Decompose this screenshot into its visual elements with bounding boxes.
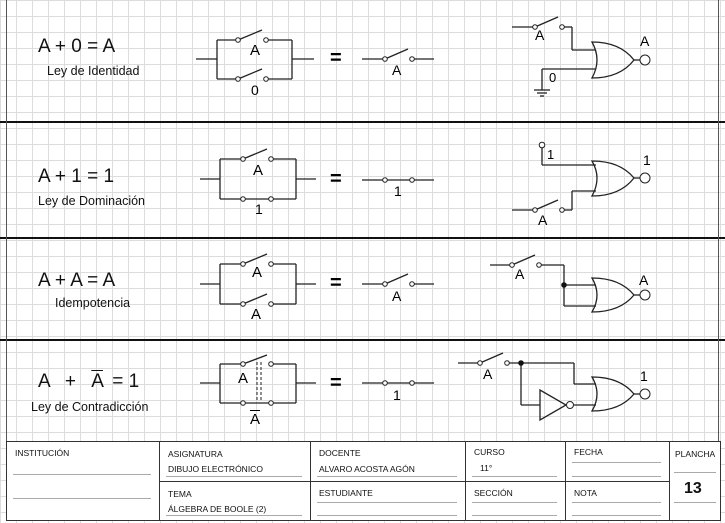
underline [674, 472, 716, 473]
row-separator [0, 339, 725, 341]
gate-input-one-label: 1 [547, 147, 555, 162]
parallel-bottom-label: 0 [251, 82, 259, 98]
law-contradiction-formula: A + A = 1 [38, 371, 139, 393]
underline [572, 502, 661, 503]
asignatura-value: DIBUJO ELECTRÓNICO [168, 464, 263, 474]
parallel-bottom-label: A [251, 306, 262, 323]
curso-value: 11° [480, 463, 493, 473]
equals-sign: = [330, 372, 342, 394]
gate-input-zero-label: 0 [549, 70, 557, 85]
gate-output-label: A [640, 33, 650, 49]
underline [13, 498, 151, 499]
plancha-label: PLANCHA [675, 449, 716, 459]
gate-input-a-label: A [483, 366, 493, 382]
nota-label: NOTA [574, 488, 597, 498]
institucion-label: INSTITUCIÓN [15, 448, 70, 458]
law-idempotence-name: Idempotencia [55, 296, 131, 310]
docente-label: DOCENTE [319, 448, 361, 458]
cell-tema: TEMA ÁLGEBRA DE BOOLE (2) [160, 482, 311, 520]
docente-value: ALVARO ACOSTA AGÓN [319, 464, 415, 474]
law-identity-formula: A + 0 = A [38, 36, 116, 57]
parallel-top-label: A [252, 264, 263, 281]
gate-output-label: A [639, 272, 649, 288]
law-identity-name: Ley de Identidad [47, 64, 140, 78]
title-block: INSTITUCIÓN ASIGNATURA DIBUJO ELECTRÓNIC… [6, 441, 721, 521]
law-contradiction-name: Ley de Contradicción [31, 400, 149, 414]
tema-label: TEMA [168, 489, 192, 499]
underline [317, 476, 457, 477]
parallel-bottom-label: 1 [255, 201, 263, 217]
right-border [718, 0, 719, 441]
cell-curso: CURSO 11° [466, 442, 566, 481]
underline [472, 502, 557, 503]
plancha-value: 13 [684, 480, 702, 497]
formula-a: A [38, 371, 50, 392]
underline [572, 462, 661, 463]
equals-sign: = [330, 272, 342, 294]
underline [166, 515, 302, 516]
gate-output-label: 1 [643, 152, 651, 168]
underline [572, 515, 661, 516]
estudiante-label: ESTUDIANTE [319, 488, 373, 498]
cell-nota: NOTA [566, 482, 670, 520]
parallel-bottom-label-negated: A [250, 411, 261, 428]
equals-sign: = [330, 168, 342, 190]
formula-a-bar: A [91, 371, 103, 392]
title-block-mid-divider [160, 481, 670, 482]
cell-seccion: SECCIÓN [466, 482, 566, 520]
series-label: A [392, 288, 402, 304]
underline [472, 515, 557, 516]
row-separator [0, 121, 725, 123]
series-label: 1 [393, 387, 401, 403]
row-separator [0, 237, 725, 239]
curso-label: CURSO [474, 447, 505, 457]
underline [317, 502, 457, 503]
parallel-top-label: A [238, 370, 249, 387]
underline [317, 515, 457, 516]
seccion-label: SECCIÓN [474, 488, 513, 498]
formula-plus: + [64, 371, 77, 392]
law-domination-name: Ley de Dominación [38, 194, 146, 208]
equals-sign: = [330, 47, 342, 69]
series-label: 1 [394, 183, 402, 199]
fecha-label: FECHA [574, 447, 603, 457]
underline [472, 476, 557, 477]
gate-input-a-label: A [535, 27, 545, 43]
underline [674, 502, 716, 503]
cell-docente: DOCENTE ALVARO ACOSTA AGÓN [311, 442, 466, 481]
cell-fecha: FECHA [566, 442, 670, 481]
formula-equals-one: = 1 [112, 371, 140, 392]
underline [166, 476, 302, 477]
series-label: A [392, 62, 402, 78]
underline [572, 476, 661, 477]
law-domination-formula: A + 1 = 1 [38, 166, 115, 187]
asignatura-label: ASIGNATURA [168, 449, 223, 459]
gate-input-a-label: A [538, 212, 548, 228]
underline [13, 474, 151, 475]
cell-estudiante: ESTUDIANTE [311, 482, 466, 520]
gate-output-label: 1 [640, 368, 648, 384]
tema-value: ÁLGEBRA DE BOOLE (2) [168, 504, 267, 514]
gate-input-a-label: A [515, 266, 525, 282]
parallel-top-label: A [253, 162, 264, 179]
cell-institucion: INSTITUCIÓN [7, 442, 160, 520]
parallel-top-label: A [250, 42, 261, 59]
cell-asignatura: ASIGNATURA DIBUJO ELECTRÓNICO [160, 442, 311, 481]
law-idempotence-formula: A + A = A [38, 270, 116, 291]
cell-plancha: PLANCHA 13 [670, 442, 720, 520]
left-border [6, 0, 7, 441]
